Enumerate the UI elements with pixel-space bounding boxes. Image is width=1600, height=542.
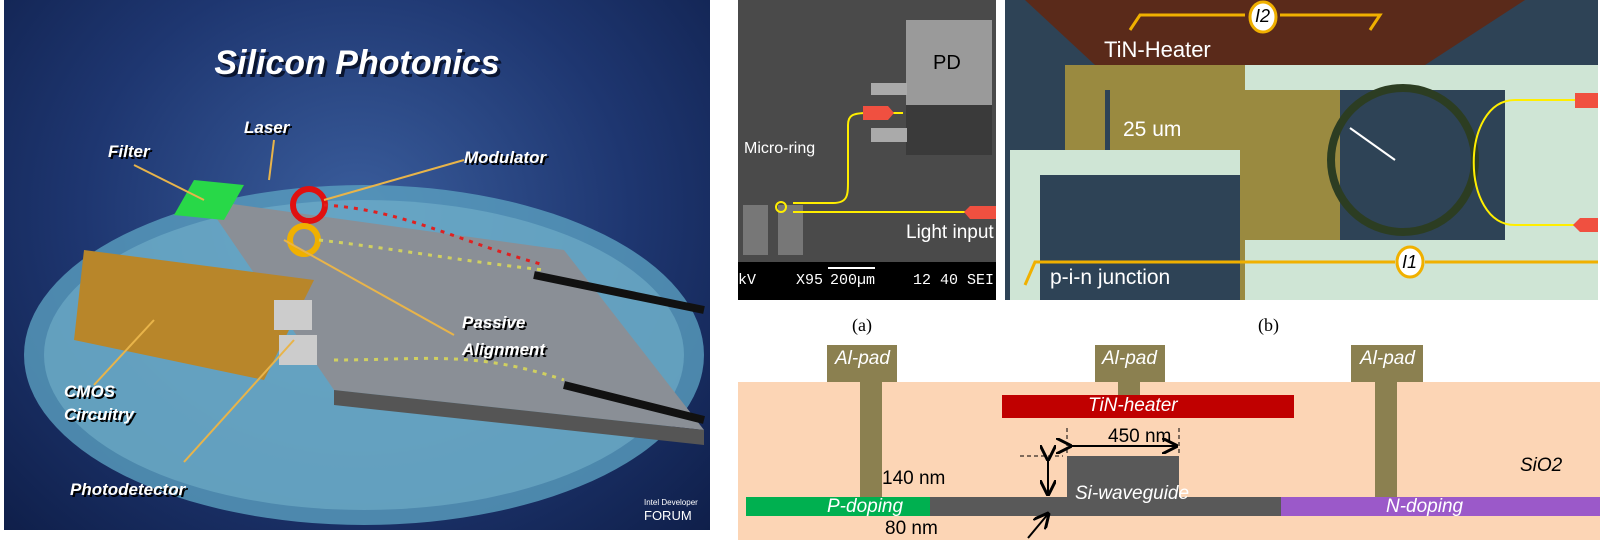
label-passive: Passive	[462, 313, 526, 332]
sem-drawing	[738, 20, 996, 300]
arrow-right	[863, 106, 894, 120]
al-pad-right	[1351, 345, 1423, 382]
label-photodetector: Photodetector	[70, 480, 186, 499]
chip-substrate	[204, 200, 704, 430]
scale-bar-label: 200µm	[830, 272, 876, 289]
label-modulator: Modulator	[464, 148, 547, 167]
al-pad-left	[827, 345, 897, 382]
micrograph-drawing	[1010, 0, 1598, 300]
dimension-arrows	[1020, 428, 1180, 539]
kv-text: kV	[738, 272, 757, 289]
caption-b: (b)	[1258, 315, 1279, 335]
p-doping-region	[746, 497, 930, 516]
current-i2-label: I2	[1255, 6, 1270, 27]
cmos-circuitry	[74, 250, 314, 380]
micro-ring	[1327, 84, 1479, 236]
micrograph-panel-b: I2 TiN-Heater 25 um I1 p-i-n junction	[1005, 0, 1598, 300]
al-pad-middle	[1095, 345, 1165, 382]
si-waveguide	[1067, 456, 1179, 497]
chip-illustration	[24, 139, 705, 525]
slab-region	[930, 497, 1281, 516]
label-laser: Laser	[244, 118, 290, 137]
tin-heater	[1002, 395, 1294, 418]
tin-heater-label: TiN-heater	[1088, 395, 1178, 416]
al-pad-label-left: Al-pad	[835, 348, 890, 369]
label-alignment: Alignment	[462, 340, 546, 359]
pin-junction-label: p-i-n junction	[1050, 266, 1171, 289]
al-pad-label-middle: Al-pad	[1102, 348, 1157, 369]
via-left	[860, 382, 882, 497]
si-waveguide-label: Si-waveguide	[1075, 483, 1190, 504]
height-140-label: 140 nm	[882, 468, 946, 489]
intel-logo-line2: FORUM	[644, 508, 692, 523]
arrow-left	[964, 206, 996, 219]
width-450-label: 450 nm	[1108, 426, 1172, 447]
sio2-label: SiO2	[1520, 455, 1563, 476]
filter	[174, 180, 244, 220]
label-circuitry: Circuitry	[64, 405, 134, 424]
current-i1-label: I1	[1402, 252, 1417, 273]
al-pad-label-right: Al-pad	[1360, 348, 1415, 369]
light-input-label: Light input	[906, 222, 994, 243]
p-doping-label: P-doping	[827, 496, 904, 517]
label-filter: Filter	[108, 142, 150, 161]
tin-heater-label: TiN-Heater	[1104, 37, 1211, 62]
micro-ring	[775, 201, 787, 213]
sem-image-panel-a: PD Micro-ring Light input kV X95 200µm 1…	[738, 0, 996, 300]
intel-logo-line1: Intel Developer	[644, 498, 698, 507]
slab-80-label: 80 nm	[885, 518, 938, 539]
slide-title: Silicon Photonics	[214, 44, 500, 82]
n-doping-label: N-doping	[1386, 496, 1464, 517]
caption-a: (a)	[852, 315, 872, 335]
i2-text: I2	[1255, 6, 1271, 26]
sem-info: 12 40 SEI	[913, 272, 995, 289]
magnification: X95	[796, 272, 824, 289]
microring-label: Micro-ring	[744, 140, 816, 157]
i1-text: I1	[1402, 252, 1418, 272]
pd-label: PD	[933, 52, 961, 74]
via-middle	[1118, 382, 1140, 395]
radius-label: 25 um	[1123, 118, 1182, 141]
via-right	[1375, 382, 1397, 497]
n-doping-region	[1281, 497, 1600, 516]
silicon-photonics-illustration: Silicon Photonics Filter Laser Modulator…	[4, 0, 710, 530]
photodetector	[274, 300, 312, 330]
label-cmos: CMOS	[64, 382, 115, 401]
